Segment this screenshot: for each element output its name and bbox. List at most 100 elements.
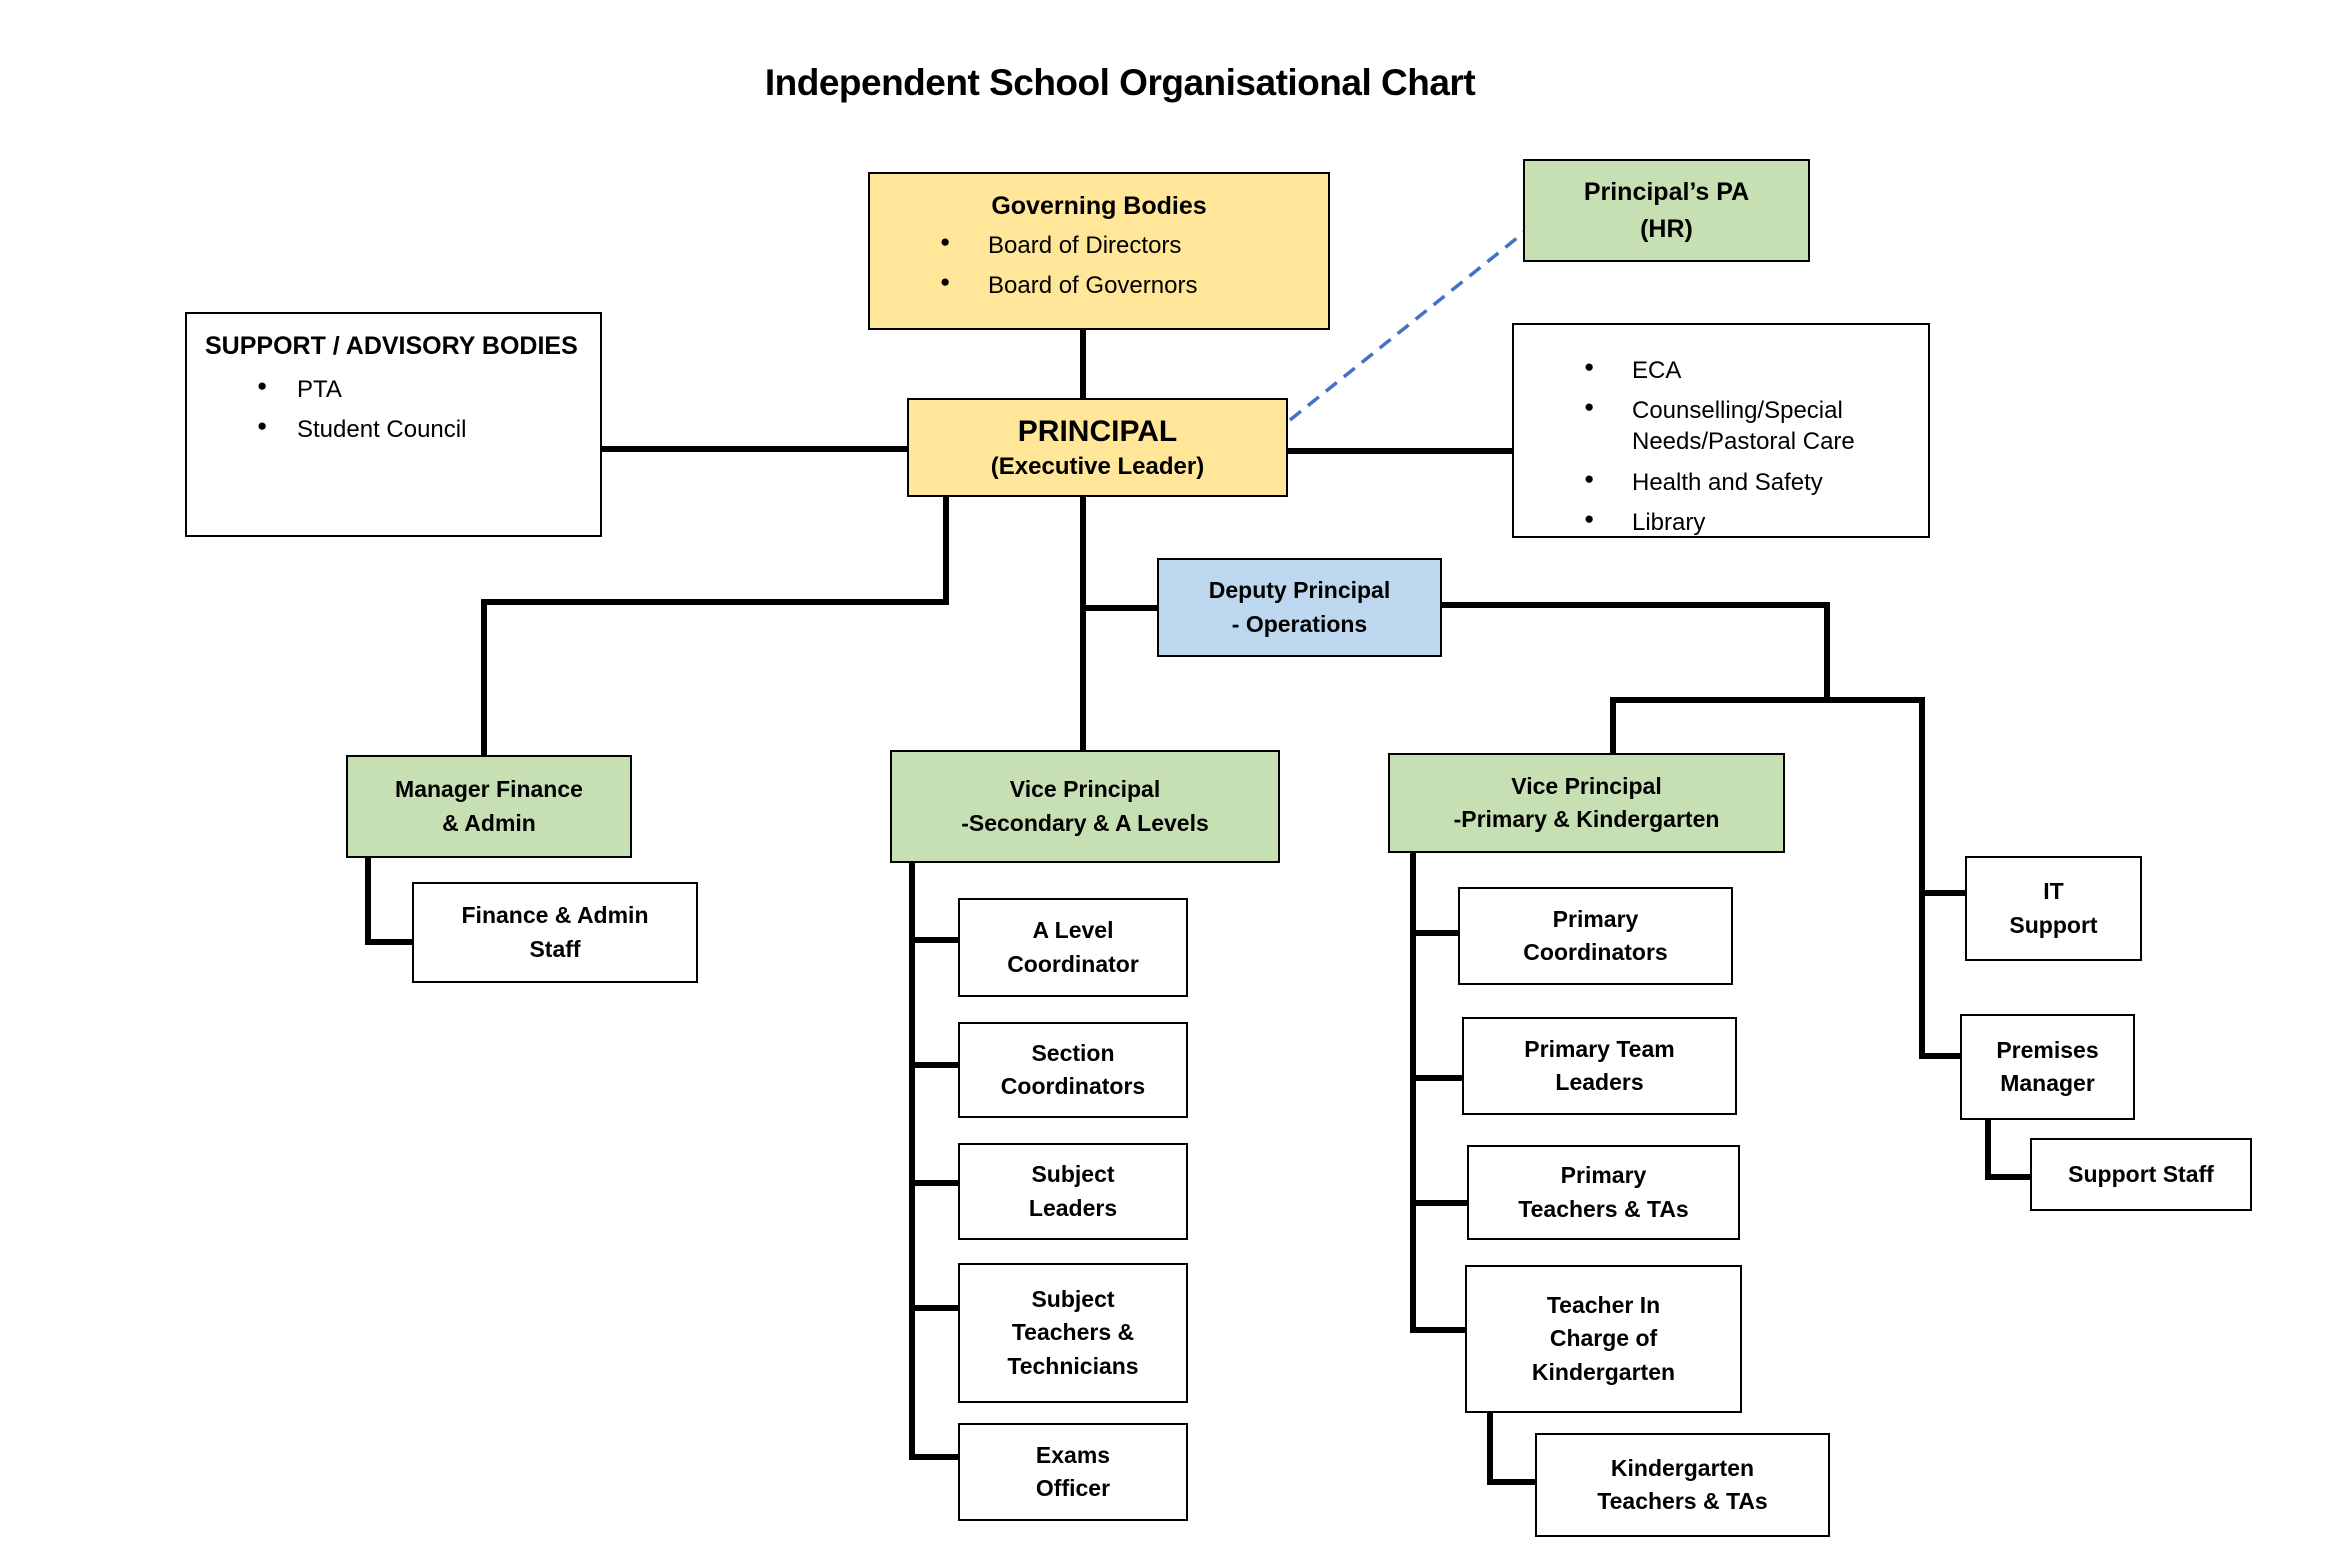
node-label-line: Vice Principal — [1511, 772, 1662, 799]
connector-right-spine — [1919, 697, 1925, 1059]
node-label-line: Leaders — [1555, 1069, 1644, 1095]
chart-title: Independent School Organisational Chart — [764, 62, 1476, 103]
node-vp-secondary-alevels: Vice Principal -Secondary & A Levels — [890, 750, 1280, 863]
connector-primary-spine — [1410, 850, 1416, 1333]
node-primary-teachers-tas: Primary Teachers & TAs — [1467, 1145, 1740, 1240]
node-label-line: (HR) — [1640, 214, 1693, 243]
list-item: Health and Safety — [1532, 467, 1910, 498]
node-label-line: Teachers & — [1011, 1319, 1135, 1346]
list-item: PTA — [205, 374, 582, 405]
connector-principal-left-down — [943, 495, 949, 605]
node-label-line: Leaders — [1028, 1194, 1118, 1221]
node-label-line: -Primary & Kindergarten — [1453, 806, 1720, 832]
node-label-line: & Admin — [442, 809, 536, 836]
node-governing-bodies: Governing Bodies Board of Directors Boar… — [868, 172, 1330, 330]
connector-primarycoord-stub — [1410, 930, 1460, 936]
connector-principal-vpsecondary-down — [1080, 495, 1086, 753]
node-label-line: IT — [2043, 878, 2064, 905]
connector-exams-stub — [909, 1454, 960, 1460]
node-label-line: Manager — [2000, 1070, 2095, 1096]
node-label-line: Subject — [1031, 1161, 1115, 1188]
connector-manager-staff-v — [365, 855, 371, 945]
node-support-staff: Support Staff — [2030, 1138, 2252, 1211]
connector-premises-stub — [1919, 1053, 1964, 1059]
node-section-coordinators: Section Coordinators — [958, 1022, 1188, 1118]
list-item: Student Council — [205, 414, 582, 445]
list-item: Library — [1532, 507, 1910, 538]
node-label-line: Staff — [529, 935, 581, 962]
connector-vpprimary-down — [1610, 697, 1616, 755]
node-label-line: Vice Principal — [1009, 776, 1161, 803]
node-label-line: Coordinator — [1007, 950, 1139, 977]
node-label-line: Principal’s PA — [1583, 178, 1750, 207]
connector-right-branch-h — [1610, 697, 1925, 703]
node-label-line: Kindergarten — [1531, 1358, 1676, 1385]
node-support-advisory-bodies: SUPPORT / ADVISORY BODIES PTA Student Co… — [185, 312, 602, 537]
node-it-support: IT Support — [1965, 856, 2142, 961]
node-manager-finance-admin: Manager Finance & Admin — [346, 755, 632, 858]
connector-deputy-left-stub — [1080, 605, 1159, 611]
list-item: Board of Directors — [888, 230, 1310, 261]
node-label-line: Deputy Principal — [1208, 577, 1391, 604]
node-label-line: Primary — [1560, 1162, 1647, 1189]
node-label-line: Teachers & TAs — [1518, 1195, 1689, 1222]
node-principal: PRINCIPAL (Executive Leader) — [907, 398, 1288, 497]
connector-section-stub — [909, 1062, 960, 1068]
eca-services-list: ECA Counselling/Special Needs/Pastoral C… — [1532, 355, 1910, 547]
node-finance-admin-staff: Finance & Admin Staff — [412, 882, 698, 983]
connector-governing-principal — [1080, 328, 1086, 400]
node-label-line: PRINCIPAL — [1017, 415, 1178, 449]
node-kindergarten-teachers-tas: Kindergarten Teachers & TAs — [1535, 1433, 1830, 1537]
connector-teacher-kg-h — [1487, 1479, 1537, 1485]
node-support-advisory-title: SUPPORT / ADVISORY BODIES — [205, 332, 578, 360]
connector-right-branch-down — [1824, 602, 1830, 700]
node-label-line: Teachers & TAs — [1597, 1488, 1768, 1514]
list-item: Counselling/Special Needs/Pastoral Care — [1532, 395, 1910, 457]
connector-alevel-stub — [909, 937, 960, 943]
node-label-line: Premises — [1996, 1036, 2099, 1063]
node-teacher-in-charge-kindergarten: Teacher In Charge of Kindergarten — [1465, 1265, 1742, 1413]
connector-teacher-kg-v — [1487, 1410, 1493, 1485]
connector-subjectleaders-stub — [909, 1180, 960, 1186]
node-label-line: Kindergarten — [1610, 1454, 1755, 1481]
node-label-line: Support Staff — [2068, 1160, 2214, 1187]
node-deputy-principal-operations: Deputy Principal - Operations — [1157, 558, 1442, 657]
connector-primaryteachers-stub — [1410, 1200, 1469, 1206]
node-label-line: Section — [1031, 1039, 1115, 1066]
node-label-line: - Operations — [1231, 610, 1368, 637]
connector-it-stub — [1919, 890, 1967, 896]
connector-subjectteachers-stub — [909, 1305, 960, 1311]
connector-premises-supportstaff-v — [1985, 1115, 1991, 1180]
list-item: Board of Governors — [888, 270, 1310, 301]
connector-manager-staff-h — [365, 939, 414, 945]
connector-support-principal — [602, 446, 909, 452]
dashed-connector-principal-pa — [1288, 228, 1529, 422]
node-exams-officer: Exams Officer — [958, 1423, 1188, 1521]
node-primary-team-leaders: Primary Team Leaders — [1462, 1017, 1737, 1115]
support-advisory-list: PTA Student Council — [205, 374, 582, 454]
node-governing-bodies-title: Governing Bodies — [991, 192, 1207, 220]
node-label-line: A Level — [1032, 917, 1114, 944]
node-label-line: Technicians — [1007, 1352, 1139, 1379]
node-label-line: Coordinators — [1000, 1073, 1146, 1099]
node-label-line: Primary Team — [1524, 1035, 1675, 1062]
node-primary-coordinators: Primary Coordinators — [1458, 887, 1733, 985]
connector-left-branch-h — [481, 599, 949, 605]
node-label-line: Officer — [1035, 1475, 1111, 1501]
connector-secondary-spine — [909, 860, 915, 1460]
node-label-line: Teacher In — [1546, 1291, 1661, 1318]
node-label-line: Manager Finance — [395, 776, 583, 803]
node-label-line: Primary — [1552, 905, 1639, 932]
connector-teacherincharge-stub — [1410, 1327, 1467, 1333]
connector-principal-eca — [1286, 448, 1514, 454]
node-subject-teachers-technicians: Subject Teachers & Technicians — [958, 1263, 1188, 1403]
node-label-line: Finance & Admin — [461, 902, 649, 929]
node-label-line: Support — [2009, 911, 2098, 938]
node-label-line: -Secondary & A Levels — [961, 809, 1209, 836]
connector-premises-supportstaff-h — [1985, 1174, 2030, 1180]
node-label-line: (Executive Leader) — [990, 453, 1205, 481]
node-a-level-coordinator: A Level Coordinator — [958, 898, 1188, 997]
connector-teamleaders-stub — [1410, 1075, 1464, 1081]
node-vp-primary-kindergarten: Vice Principal -Primary & Kindergarten — [1388, 753, 1785, 853]
